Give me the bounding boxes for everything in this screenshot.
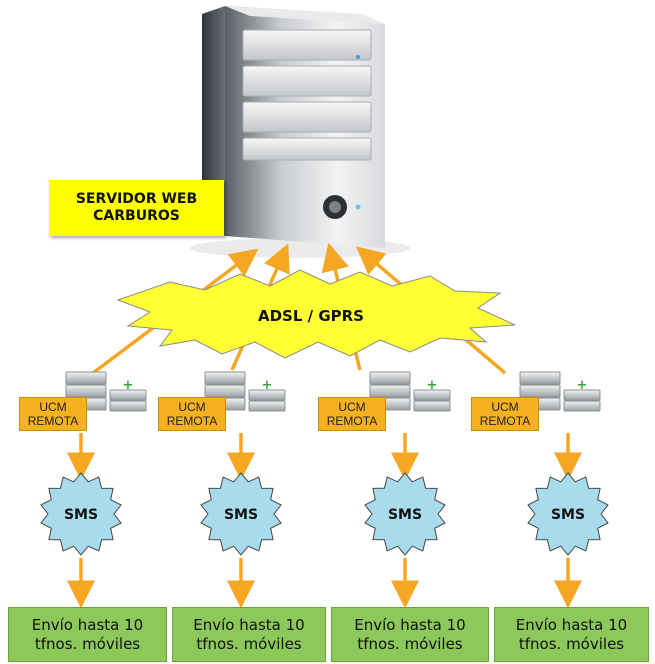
output-line1: Envío hasta 10: [515, 616, 628, 634]
output-box: Envío hasta 10 tfnos. móviles: [494, 607, 649, 662]
output-line1: Envío hasta 10: [354, 616, 466, 634]
ucm-remote-label: UCM REMOTA: [318, 397, 386, 431]
ucm-remote-label: UCM REMOTA: [158, 397, 226, 431]
downlink-arrows: [67, 433, 582, 609]
output-line2: tfnos. móviles: [518, 635, 625, 653]
ucm-label-line1: UCM: [39, 400, 67, 414]
output-box: Envío hasta 10 tfnos. móviles: [331, 607, 489, 662]
sms-label: SMS: [224, 507, 258, 523]
plus-icon: +: [427, 378, 438, 393]
network-label: ADSL / GPRS: [258, 307, 364, 325]
plus-icon: +: [262, 378, 273, 393]
ucm-label-line1: UCM: [338, 400, 366, 414]
rack-server-icon: +: [369, 371, 451, 412]
output-line1: Envío hasta 10: [193, 616, 305, 634]
output-box: Envío hasta 10 tfnos. móviles: [172, 607, 326, 662]
sms-label: SMS: [551, 507, 585, 523]
sms-burst: SMS: [364, 472, 446, 556]
network-cloud: ADSL / GPRS: [116, 269, 516, 359]
output-line2: tfnos. móviles: [196, 635, 302, 653]
server-label: SERVIDOR WEB CARBUROS: [49, 180, 224, 236]
output-line2: tfnos. móviles: [34, 635, 141, 653]
ucm-label-line2: REMOTA: [27, 414, 79, 428]
output-box: Envío hasta 10 tfnos. móviles: [8, 607, 167, 662]
plus-icon: +: [123, 378, 134, 393]
server-label-line2: CARBUROS: [93, 208, 180, 224]
output-line2: tfnos. móviles: [357, 635, 463, 653]
sms-label: SMS: [388, 507, 422, 523]
sms-burst: SMS: [40, 472, 122, 556]
sms-burst: SMS: [527, 472, 609, 556]
server-label-line1: SERVIDOR WEB: [75, 191, 198, 207]
ucm-label-line2: REMOTA: [166, 414, 218, 428]
ucm-remote-label: UCM REMOTA: [19, 397, 87, 431]
sms-bursts: SMS SMS SMS SMS: [40, 472, 609, 556]
ucm-label-line2: REMOTA: [479, 414, 531, 428]
ucm-label-line1: UCM: [178, 400, 206, 414]
ucm-label-line2: REMOTA: [326, 414, 378, 428]
server-tower-icon: [190, 6, 410, 258]
plus-icon: +: [577, 378, 588, 393]
ucm-remote-label: UCM REMOTA: [471, 397, 539, 431]
ucm-label-line1: UCM: [491, 400, 519, 414]
sms-label: SMS: [64, 507, 98, 523]
rack-server-icon: +: [204, 371, 286, 412]
output-line1: Envío hasta 10: [31, 616, 144, 634]
sms-burst: SMS: [200, 472, 282, 556]
